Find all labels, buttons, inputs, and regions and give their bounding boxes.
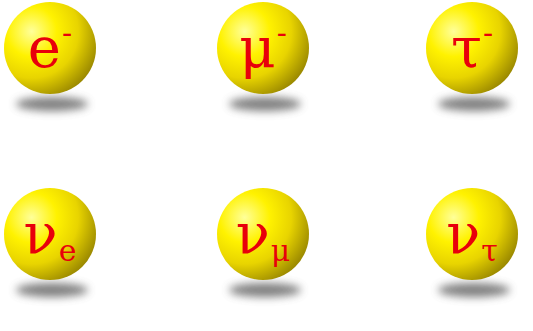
particle-letter: ν bbox=[24, 206, 58, 262]
particle-letter: τ bbox=[451, 20, 482, 76]
lepton-ball: μ- bbox=[217, 2, 309, 94]
shadow bbox=[16, 97, 88, 111]
shadow bbox=[229, 97, 301, 111]
lepton-ball: νμ bbox=[217, 188, 309, 280]
lepton-ball: e- bbox=[4, 2, 96, 94]
particle-letter: ν bbox=[236, 206, 270, 262]
particle-symbol: μ- bbox=[239, 20, 287, 76]
particle-symbol: νe bbox=[24, 206, 77, 262]
charge-superscript: - bbox=[277, 18, 287, 48]
particle-letter: e bbox=[28, 20, 61, 76]
flavour-subscript: e bbox=[59, 236, 77, 266]
lepton-ball: τ- bbox=[426, 2, 518, 94]
flavour-subscript: μ bbox=[271, 236, 291, 266]
charge-superscript: - bbox=[62, 18, 72, 48]
charge-superscript: - bbox=[483, 18, 493, 48]
shadow bbox=[438, 97, 510, 111]
particle-symbol: e- bbox=[28, 20, 72, 76]
lepton-ball: νe bbox=[4, 188, 96, 280]
shadow bbox=[438, 283, 510, 297]
shadow bbox=[229, 283, 301, 297]
particle-symbol: νμ bbox=[236, 206, 291, 262]
particle-symbol: τ- bbox=[451, 20, 493, 76]
particle-symbol: ντ bbox=[446, 206, 498, 262]
flavour-subscript: τ bbox=[481, 236, 498, 266]
shadow bbox=[16, 283, 88, 297]
lepton-ball: ντ bbox=[426, 188, 518, 280]
particle-letter: ν bbox=[446, 206, 480, 262]
particle-letter: μ bbox=[239, 20, 275, 76]
